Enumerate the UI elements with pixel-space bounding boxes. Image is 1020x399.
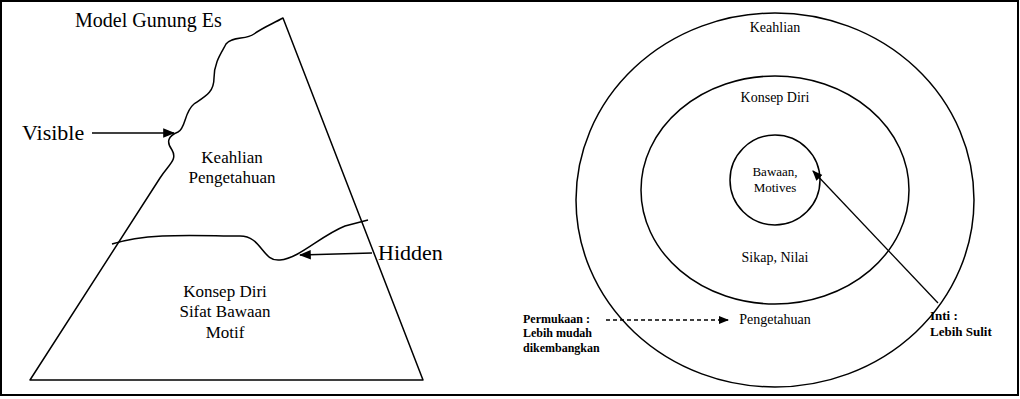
leader-arrow — [300, 253, 372, 255]
annotation-label: Hidden — [378, 240, 443, 266]
leader-arrow — [813, 171, 938, 303]
middle-circle: Bawaan, Motives Konsep DiriSikap, Nilai — [640, 75, 910, 305]
inner-circle: Bawaan, Motives — [729, 134, 821, 226]
circle-outline — [730, 135, 820, 225]
outer-circle: Bawaan, Motives Konsep DiriSikap, Nilai Ke… — [575, 12, 975, 388]
node-text: Bawaan, Motives — [752, 164, 797, 195]
node-text: Keahlian — [750, 20, 801, 37]
node-text: Keahlian Pengetahuan — [189, 148, 276, 189]
iceberg-triangle: Keahlian PengetahuanKonsep Diri Sifat Ba… — [0, 0, 460, 399]
iceberg-outline — [30, 18, 423, 380]
circle-outline — [641, 76, 909, 304]
figure-title: Model Gunung Es — [75, 8, 222, 32]
node-text: Konsep Diri — [741, 90, 810, 107]
node-text: Pengetahuan — [739, 312, 811, 329]
annotation-label: Visible — [22, 120, 84, 146]
waterline — [112, 220, 368, 260]
annotation-label: Inti : Lebih Sulit — [930, 308, 992, 339]
node-text: Sikap, Nilai — [742, 250, 809, 267]
node-outline — [575, 12, 975, 388]
node-text: Konsep Diri Sifat Bawaan Motif — [179, 282, 270, 343]
circle-outline — [576, 13, 974, 387]
leader-arrow — [92, 132, 174, 134]
leader-arrow — [606, 319, 728, 320]
annotation-label: Permukaan : Lebih mudah dikembangkan — [523, 312, 600, 355]
